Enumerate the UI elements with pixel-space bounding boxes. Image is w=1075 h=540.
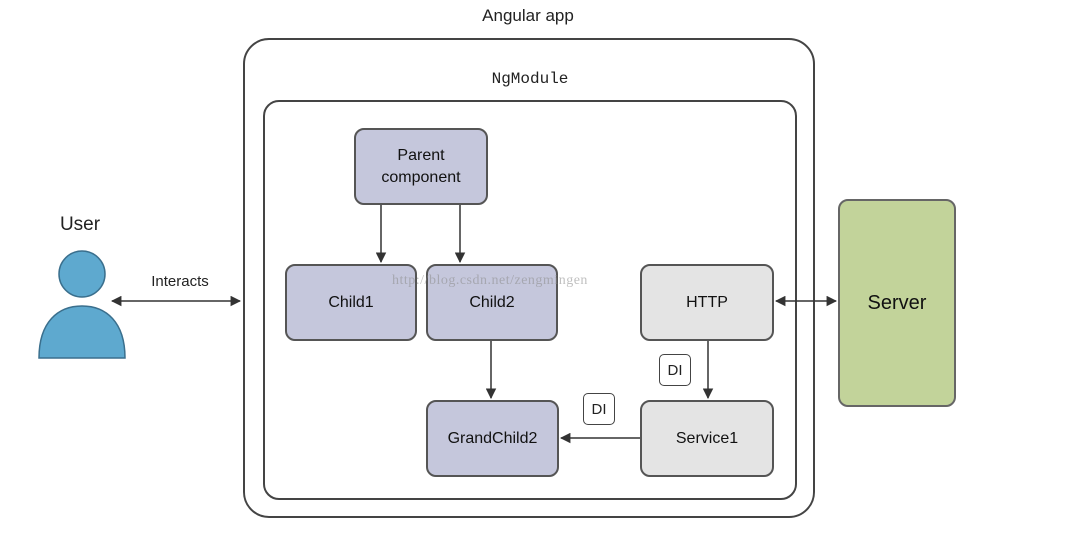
angular-app-title: Angular app — [482, 6, 574, 25]
server-label: Server — [867, 292, 927, 314]
person-icon — [38, 250, 126, 359]
interacts-label: Interacts — [151, 273, 209, 290]
parent-component-label: Parent component — [381, 146, 461, 186]
child2-label: Child2 — [469, 293, 515, 311]
user-label: User — [59, 214, 101, 235]
di-tag-http-service1: DI — [659, 354, 691, 386]
child1-label: Child1 — [328, 293, 374, 311]
http-node: HTTP — [640, 264, 774, 341]
ngmodule-title: NgModule — [491, 70, 569, 88]
di-label: DI — [667, 361, 683, 379]
angular-app-frame — [243, 38, 815, 518]
parent-component-node: Parent component — [354, 128, 488, 205]
http-label: HTTP — [686, 293, 728, 311]
watermark: http://blog.csdn.net/zengmingen — [392, 273, 588, 288]
child2-node: Child2 — [426, 264, 558, 341]
grandchild2-node: GrandChild2 — [426, 400, 559, 477]
service1-node: Service1 — [640, 400, 774, 477]
di-label: DI — [591, 400, 607, 418]
service1-label: Service1 — [675, 429, 739, 447]
di-tag-service1-grandchild2: DI — [583, 393, 615, 425]
server-node: Server — [838, 199, 956, 407]
grandchild2-label: GrandChild2 — [447, 429, 538, 447]
child1-node: Child1 — [285, 264, 417, 341]
